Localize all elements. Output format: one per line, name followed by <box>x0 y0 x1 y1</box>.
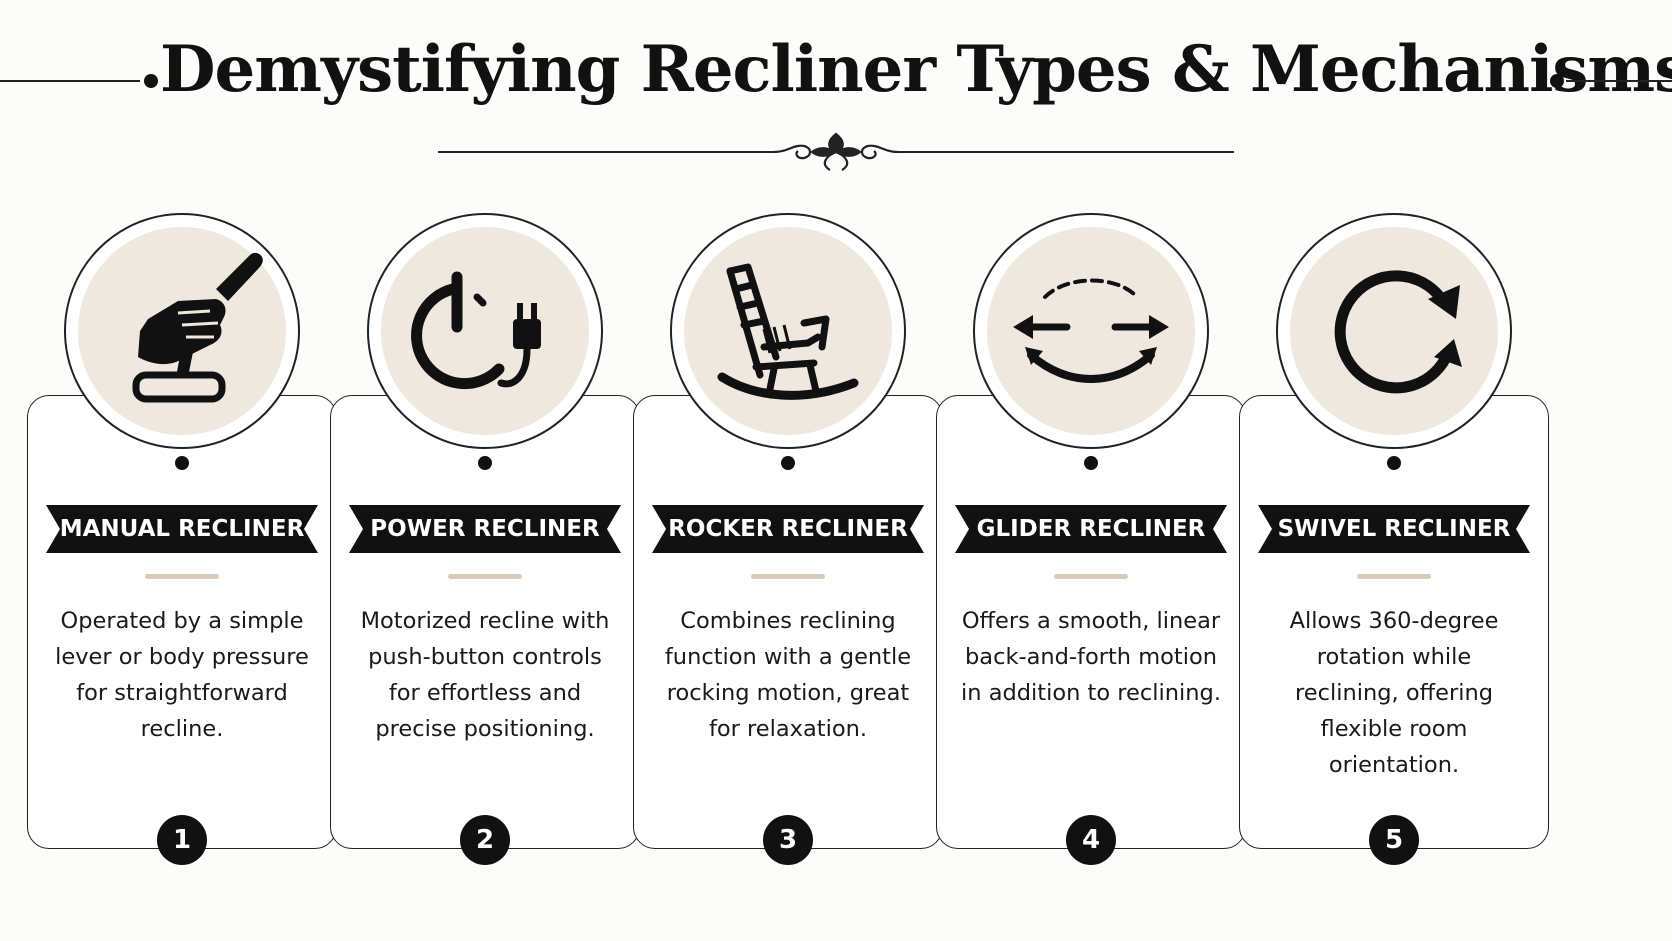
icon-medallion <box>1276 213 1520 473</box>
recliner-card-2 <box>330 395 640 849</box>
icon-medallion <box>367 213 611 473</box>
title-dot-right <box>1550 74 1564 88</box>
recliner-card-4 <box>936 395 1246 849</box>
title-row: Demystifying Recliner Types & Mechanisms <box>0 28 1672 138</box>
connector-dot <box>1387 456 1401 470</box>
icon-medallion <box>670 213 914 473</box>
type-description: Combines reclining function with a gentl… <box>664 608 912 742</box>
title-rule-right <box>1566 80 1672 82</box>
icon-medallion <box>64 213 308 473</box>
step-number-badge: 2 <box>460 815 510 865</box>
type-banner: ROCKER RECLINER <box>652 505 924 553</box>
separator-bar <box>751 574 825 579</box>
type-description: Allows 360-degree rotation while reclini… <box>1289 608 1499 778</box>
rocking-chair-icon <box>717 263 859 400</box>
connector-dot <box>175 456 189 470</box>
recliner-card-5 <box>1239 395 1549 849</box>
type-label: SWIVEL RECLINER <box>1277 516 1511 542</box>
title-rule-left <box>0 80 140 82</box>
rotate-arrow-icon <box>1334 270 1462 394</box>
hand-lever-icon <box>132 252 263 403</box>
type-label: GLIDER RECLINER <box>976 516 1206 542</box>
recliner-card-3 <box>633 395 943 849</box>
step-number-badge: 5 <box>1369 815 1419 865</box>
type-banner: MANUAL RECLINER <box>46 505 318 553</box>
type-description: Offers a smooth, linear back-and-forth m… <box>961 608 1221 706</box>
connector-dot <box>1084 456 1098 470</box>
type-label: MANUAL RECLINER <box>59 516 305 542</box>
connector-dot <box>478 456 492 470</box>
type-description: Motorized recline with push-button contr… <box>360 608 610 742</box>
type-banner: POWER RECLINER <box>349 505 621 553</box>
separator-bar <box>1054 574 1128 579</box>
power-plug-icon <box>411 271 541 390</box>
connector-dot <box>781 456 795 470</box>
step-number-badge: 1 <box>157 815 207 865</box>
ornament-divider-icon <box>438 132 1234 171</box>
title-dot-left <box>144 74 158 88</box>
glide-arrows-icon <box>1013 278 1169 383</box>
step-number-badge: 4 <box>1066 815 1116 865</box>
type-banner: SWIVEL RECLINER <box>1258 505 1530 553</box>
page-title: Demystifying Recliner Types & Mechanisms <box>160 32 1672 107</box>
type-label: POWER RECLINER <box>370 516 600 542</box>
separator-bar <box>1357 574 1431 579</box>
type-label: ROCKER RECLINER <box>668 516 908 542</box>
type-description: Operated by a simple lever or body press… <box>55 608 309 742</box>
separator-bar <box>448 574 522 579</box>
step-number-badge: 3 <box>763 815 813 865</box>
type-banner: GLIDER RECLINER <box>955 505 1227 553</box>
icon-medallion <box>973 213 1217 473</box>
separator-bar <box>145 574 219 579</box>
